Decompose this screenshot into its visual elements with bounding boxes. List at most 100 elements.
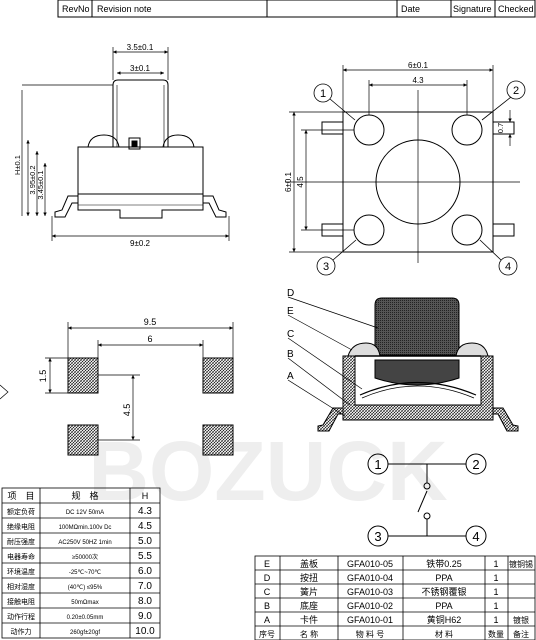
dim-height-a: 3.95±0.2 (28, 165, 37, 194)
schematic-pin-4: 4 (472, 529, 479, 544)
spec-cell-spec: ≥50000次 (72, 553, 98, 561)
dim-footprint-outer: 9.5 (144, 317, 157, 327)
bom-cell-material: 不锈钢覆银 (421, 586, 466, 597)
spec-cell-h: 6.0 (138, 566, 152, 577)
bom-cell-qty: 1 (493, 559, 498, 569)
bom-cell-no: D (264, 573, 271, 583)
bom-cell-material: PPA (435, 601, 452, 611)
spec-cell-item: 额定负荷 (7, 507, 35, 516)
top-view-dimension-lines (289, 65, 512, 253)
spec-cell-h: 5.5 (138, 551, 152, 562)
revision-header (57, 0, 536, 18)
signature-label: Signature (453, 4, 492, 14)
dim-footprint-vertical: 4.5 (122, 404, 132, 417)
spec-cell-item: 耐压强度 (7, 537, 35, 546)
top-view-pin-callouts (313, 80, 526, 276)
checked-label: Checked (498, 4, 534, 14)
dim-footprint-pad: 1.5 (38, 370, 48, 383)
revno-label: RevNo (62, 4, 90, 14)
spec-cell-h: 4.5 (138, 521, 152, 532)
bom-cell-no: A (264, 615, 270, 625)
section-label-b: B (287, 349, 294, 360)
spec-header-item: 项 目 (7, 491, 34, 501)
spec-cell-spec: 0.20±0.05mm (67, 615, 104, 621)
dim-top-pitch-v: 4.5 (296, 176, 305, 188)
bom-cell-code: GFA010-05 (347, 559, 393, 569)
spec-cell-item: 电器寿命 (7, 552, 35, 561)
spec-table-grid (1, 487, 161, 639)
dim-top-pitch: 4.3 (412, 76, 424, 85)
spec-header-spec: 规 格 (71, 490, 98, 501)
section-label-a: A (287, 371, 294, 382)
dim-footprint-inner: 6 (147, 334, 152, 344)
bom-header-code: 物 料 号 (356, 629, 384, 639)
bom-cell-qty: 1 (493, 615, 498, 625)
bom-cell-material: 铁带0.25 (426, 558, 462, 569)
spec-cell-h: 4.3 (138, 506, 152, 517)
spec-cell-item: 相对湿度 (7, 582, 35, 591)
spec-cell-h: 9.0 (138, 611, 152, 622)
bom-cell-qty: 1 (493, 587, 498, 597)
spec-cell-item: 接触电阻 (7, 597, 35, 606)
section-label-e: E (287, 306, 294, 317)
pcb-footprint (67, 357, 234, 456)
bom-cell-name: 卡件 (300, 614, 318, 625)
bom-cell-note: 镀银 (513, 615, 529, 625)
schematic-pin-3: 3 (374, 529, 381, 544)
bom-cell-name: 底座 (300, 600, 318, 611)
section-leaders (287, 296, 379, 417)
bom-cell-no: E (264, 559, 270, 569)
bom-header-material: 材 料 (435, 629, 453, 639)
section-label-d: D (287, 288, 294, 299)
bom-header-qty: 数量 (488, 629, 504, 639)
spec-cell-spec: -25℃~70℃ (69, 570, 102, 576)
spec-header-h: H (142, 491, 149, 501)
bom-cell-material: 黄铜H62 (427, 614, 462, 625)
bom-cell-code: GFA010-02 (347, 601, 393, 611)
cross-section (317, 297, 519, 432)
spec-cell-item: 绝缘电阻 (7, 522, 35, 531)
bom-cell-no: C (264, 587, 271, 597)
schematic-pin-1: 1 (374, 457, 381, 472)
dim-top-width: 6±0.1 (408, 61, 429, 70)
bom-cell-note: 镀铜锡 (509, 559, 533, 569)
circuit-schematic (367, 453, 487, 547)
spec-cell-spec: 50mΩmax (71, 600, 99, 606)
date-label: Date (401, 4, 420, 14)
spec-cell-h: 8.0 (138, 596, 152, 607)
top-view (285, 90, 520, 263)
pin-label-1: 1 (320, 88, 326, 100)
spec-cell-spec: DC 12V 50mA (66, 510, 104, 516)
dim-top-height: 6±0.1 (284, 171, 293, 192)
bom-cell-code: GFA010-03 (347, 587, 393, 597)
bom-cell-qty: 1 (493, 601, 498, 611)
dim-width-bottom: 9±0.2 (130, 239, 151, 248)
spec-cell-item: 环境温度 (7, 567, 35, 576)
spec-cell-spec: 260gf±20gf (70, 630, 100, 636)
bom-cell-name: 盖板 (300, 558, 318, 569)
spec-cell-h: 5.0 (138, 536, 152, 547)
bom-table-grid (254, 555, 536, 640)
side-view-dimension-lines (21, 47, 230, 241)
bom-cell-material: PPA (435, 573, 452, 583)
dim-height-b: 3.45±0.1 (36, 170, 45, 199)
spec-cell-h: 10.0 (135, 626, 155, 637)
bom-cell-no: B (264, 601, 270, 611)
bom-cell-name: 按扭 (300, 572, 318, 583)
spec-cell-spec: (40℃) ≤95% (68, 585, 103, 591)
revision-note-label: Revision note (97, 4, 152, 14)
bom-header-note: 备注 (513, 629, 529, 639)
pin-label-2: 2 (513, 85, 519, 97)
watermark: BOZUCK (88, 424, 447, 518)
pin-label-4: 4 (505, 261, 511, 273)
spec-cell-item: 动作行程 (7, 612, 35, 621)
footprint-dimension-lines (0, 322, 234, 441)
spec-cell-h: 7.0 (138, 581, 152, 592)
dim-height-total: H±0.1 (13, 155, 22, 175)
dim-width-inner: 3±0.1 (130, 64, 151, 73)
schematic-pin-2: 2 (472, 457, 479, 472)
dim-width-top: 3.5±0.1 (127, 43, 154, 52)
section-label-c: C (287, 329, 294, 340)
